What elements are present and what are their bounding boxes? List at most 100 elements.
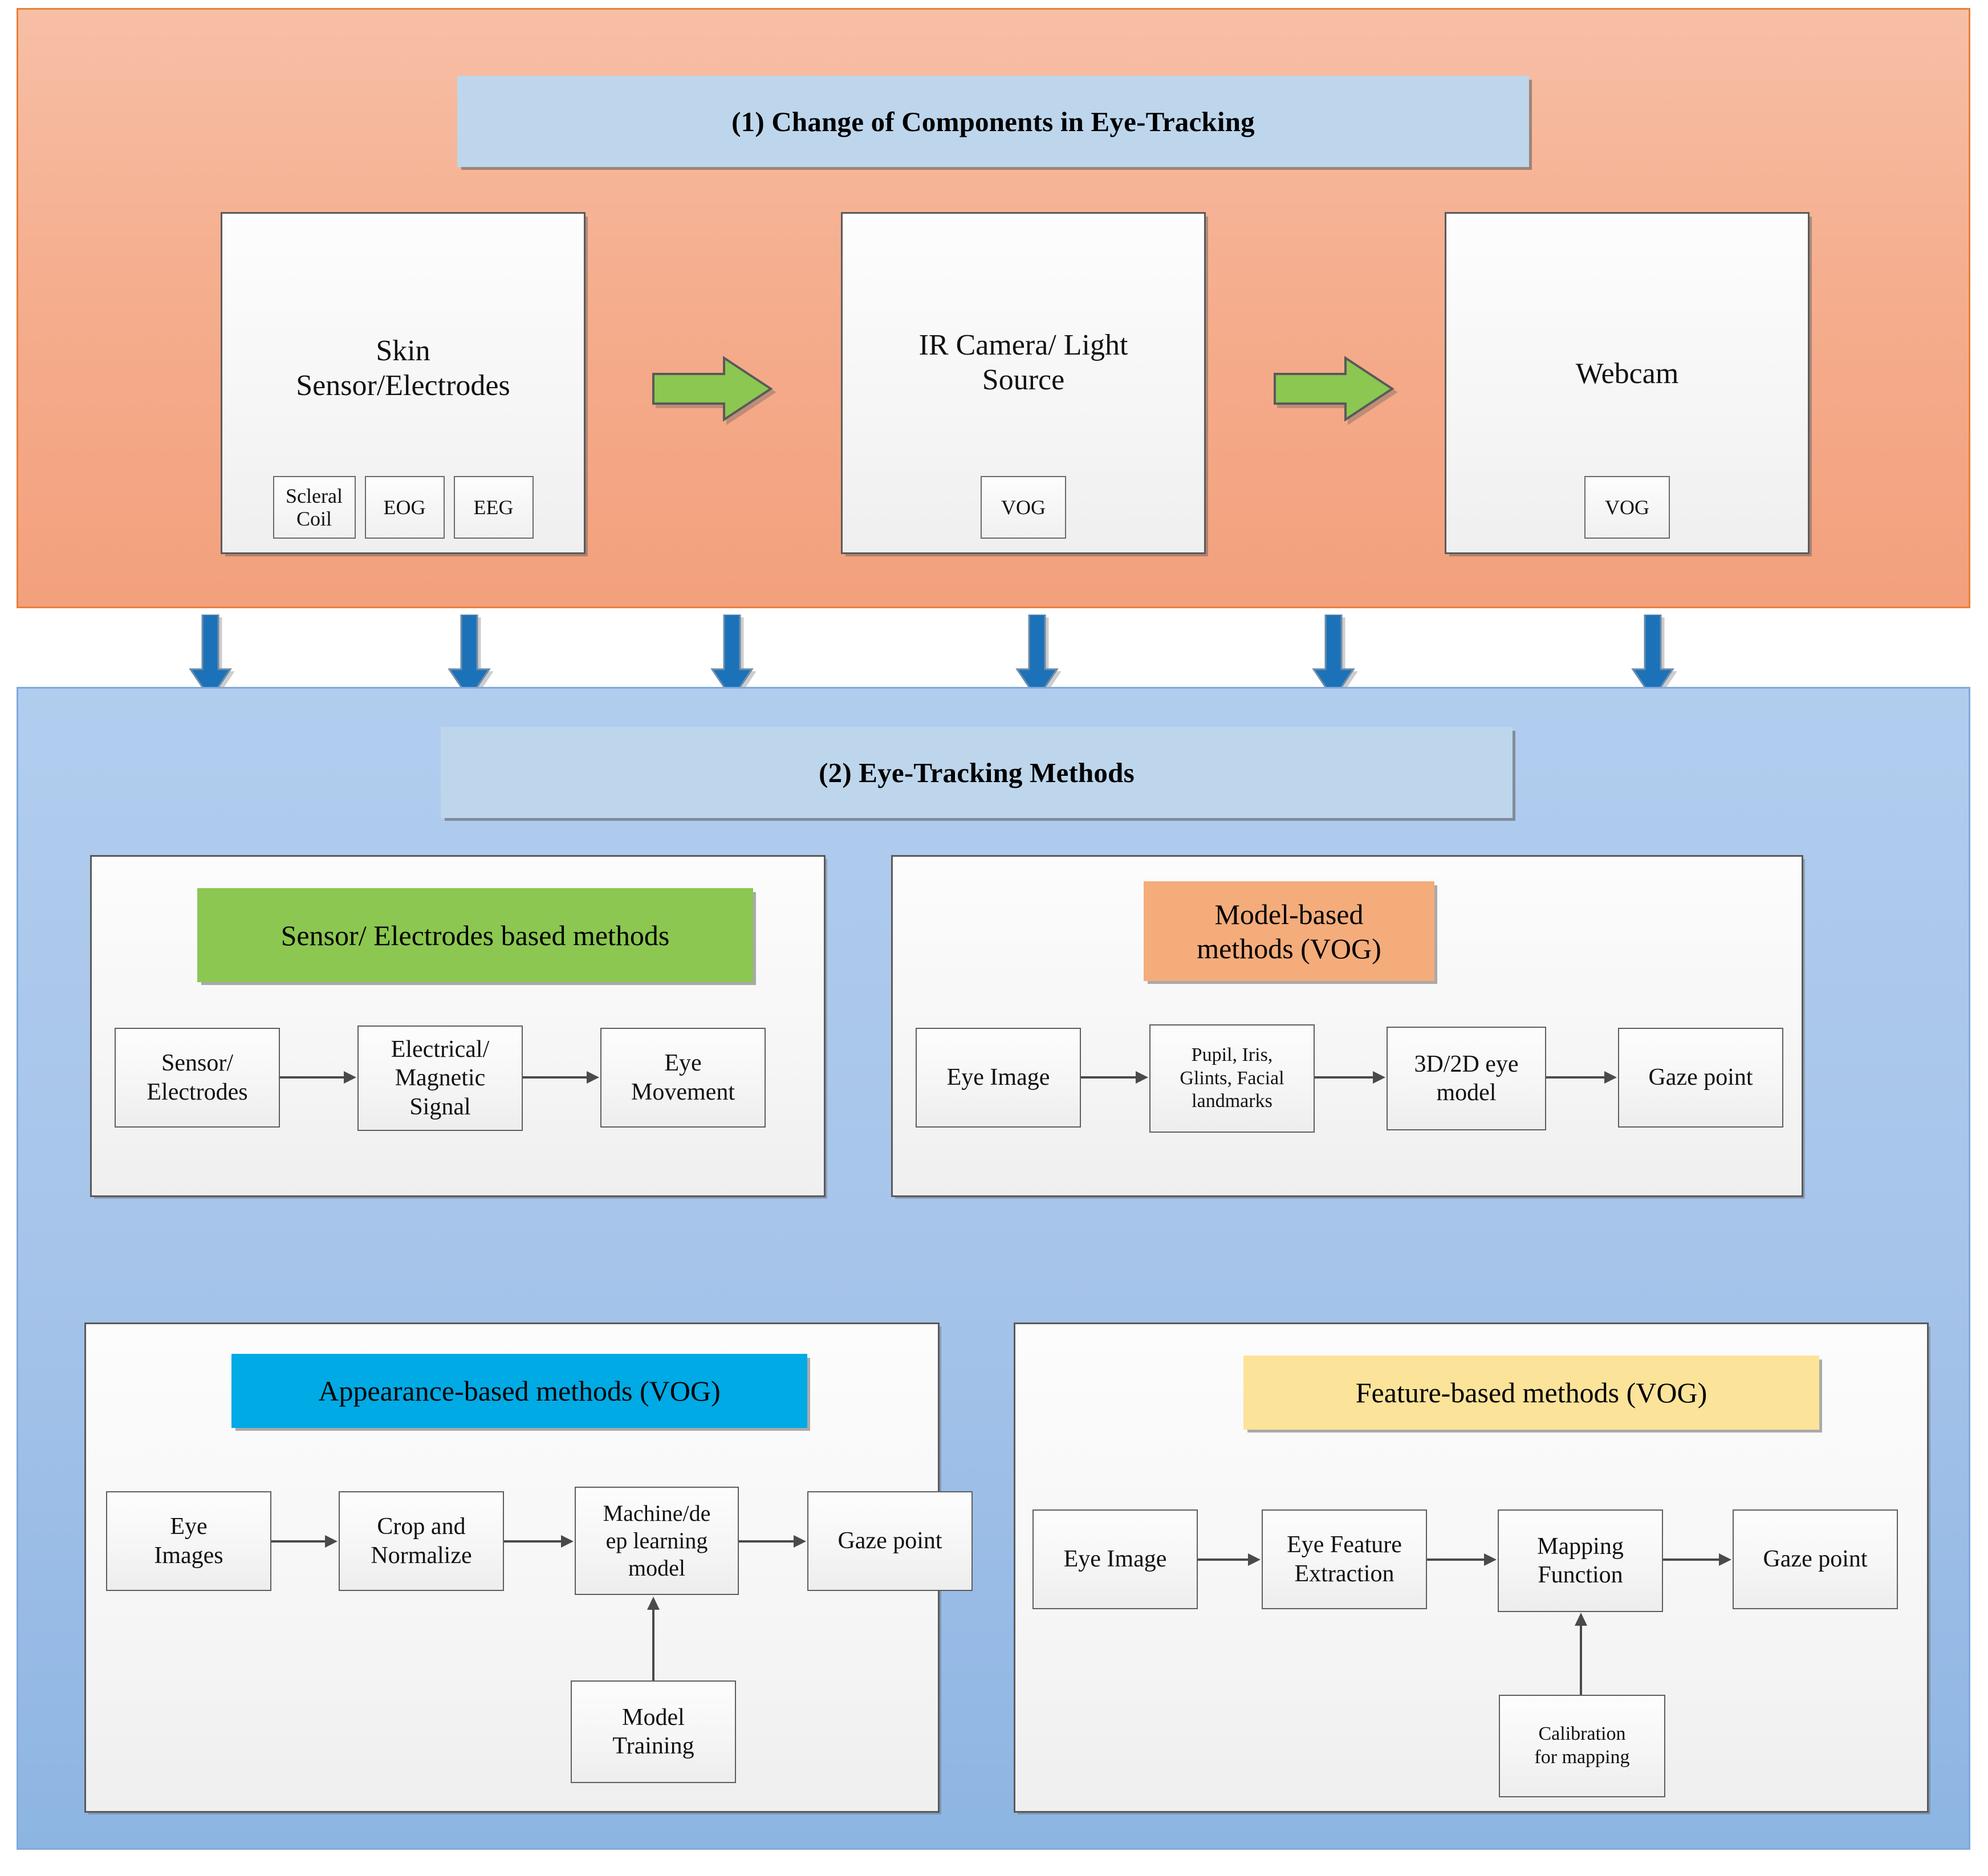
connector-arrow-right	[1315, 1069, 1387, 1086]
connector-arrow-up	[642, 1595, 665, 1680]
section1-title: (1) Change of Components in Eye-Tracking	[731, 105, 1255, 137]
node-line: Machine/de	[603, 1500, 711, 1526]
panel-appearance-based-methods[interactable]: Appearance-based methods (VOG) Eye Image…	[84, 1322, 973, 1813]
green-right-arrow-icon	[652, 356, 773, 422]
node-line: Magnetic	[395, 1065, 486, 1092]
node-eye-images[interactable]: Eye Images	[106, 1491, 271, 1591]
card3-line1: Webcam	[1575, 357, 1679, 390]
node-line: Images	[154, 1542, 223, 1569]
panel-feature-based-methods[interactable]: Feature-based methods (VOG) Eye Image Ey…	[1014, 1322, 1929, 1813]
connector-arrow-right	[523, 1069, 600, 1086]
component-chip-row: VOG	[843, 476, 1204, 539]
node-line: Normalize	[371, 1542, 472, 1569]
connector-arrow-right	[1546, 1069, 1618, 1086]
green-right-arrow-icon	[1274, 356, 1395, 422]
node-line: landmarks	[1192, 1090, 1273, 1112]
chip-eog[interactable]: EOG	[364, 476, 445, 539]
panel-title-appearance: Appearance-based methods (VOG)	[231, 1354, 807, 1428]
node-gaze-point[interactable]: Gaze point	[1733, 1509, 1898, 1609]
component-card-ir-camera[interactable]: IR Camera/ Light Source VOG	[841, 212, 1206, 554]
node-line: model	[1436, 1080, 1497, 1106]
connector-arrow-right	[739, 1533, 807, 1550]
node-sensor-electrodes[interactable]: Sensor/ Electrodes	[115, 1028, 280, 1128]
panel-title-feature: Feature-based methods (VOG)	[1243, 1356, 1819, 1430]
section1-title-banner: (1) Change of Components in Eye-Tracking	[457, 76, 1529, 167]
node-gaze-point[interactable]: Gaze point	[807, 1491, 973, 1591]
blue-down-arrow-icon	[189, 615, 232, 700]
panel-sensor-electrodes-methods[interactable]: Sensor/ Electrodes based methods Sensor/…	[90, 855, 826, 1197]
node-calibration-for-mapping[interactable]: Calibration for mapping	[1499, 1695, 1665, 1797]
node-eye-image[interactable]: Eye Image	[916, 1028, 1081, 1128]
connector-arrow-up	[1570, 1611, 1592, 1696]
chip-vog-ir[interactable]: VOG	[981, 476, 1066, 539]
node-line: Pupil, Iris,	[1191, 1044, 1273, 1065]
section2-title: (2) Eye-Tracking Methods	[819, 756, 1135, 788]
connector-arrow-right	[1427, 1551, 1498, 1568]
node-line: Glints, Facial	[1180, 1067, 1284, 1089]
chip-eeg[interactable]: EEG	[453, 476, 534, 539]
panel-title-model: Model-based methods (VOG)	[1144, 881, 1434, 981]
chip-scleral-coil-line1: Scleral	[286, 484, 343, 507]
node-eye-movement[interactable]: Eye Movement	[600, 1028, 766, 1128]
chip-vog-webcam[interactable]: VOG	[1584, 476, 1670, 539]
component-card-webcam[interactable]: Webcam VOG	[1445, 212, 1810, 554]
component-chip-row: Scleral Coil EOG EEG	[222, 476, 584, 539]
node-line: for mapping	[1534, 1747, 1630, 1768]
blue-down-arrow-icon	[1631, 615, 1674, 700]
connector-arrow-right	[504, 1533, 575, 1550]
section-eye-tracking-methods: (2) Eye-Tracking Methods Sensor/ Electro…	[17, 687, 1970, 1850]
node-line: Training	[612, 1733, 694, 1759]
node-line: Sensor/	[161, 1050, 233, 1077]
node-line: Mapping	[1537, 1533, 1624, 1560]
card2-line1: IR Camera/ Light	[918, 329, 1128, 361]
node-line: 3D/2D eye	[1414, 1051, 1519, 1077]
node-line: Model	[622, 1704, 685, 1731]
node-line: model	[628, 1555, 685, 1581]
blue-down-arrow-icon	[1312, 615, 1355, 700]
chip-scleral-coil[interactable]: Scleral Coil	[273, 476, 356, 539]
connector-arrow-right	[1663, 1551, 1733, 1568]
node-machine-deep-learning-model[interactable]: Machine/de ep learning model	[575, 1487, 739, 1595]
node-line: Signal	[409, 1093, 471, 1120]
card1-line2: Sensor/Electrodes	[296, 369, 510, 402]
node-eye-image[interactable]: Eye Image	[1032, 1509, 1198, 1609]
connector-arrow-right	[1081, 1069, 1149, 1086]
node-line: Extraction	[1294, 1560, 1395, 1587]
node-eye-feature-extraction[interactable]: Eye Feature Extraction	[1262, 1509, 1427, 1609]
panel-title-line: methods (VOG)	[1197, 932, 1381, 965]
node-line: Movement	[631, 1079, 735, 1105]
panel-title-line: Model-based	[1214, 898, 1364, 930]
node-line: Crop and	[377, 1513, 466, 1540]
component-card-skin-sensor[interactable]: Skin Sensor/Electrodes Scleral Coil EOG …	[221, 212, 586, 554]
node-pupil-iris-glints[interactable]: Pupil, Iris, Glints, Facial landmarks	[1149, 1024, 1315, 1133]
node-crop-and-normalize[interactable]: Crop and Normalize	[339, 1491, 504, 1591]
component-card-title: Webcam	[1446, 356, 1808, 391]
card2-line2: Source	[982, 364, 1065, 397]
node-line: Electrical/	[391, 1036, 490, 1063]
blue-down-arrow-icon	[710, 615, 754, 700]
connector-arrow-right	[280, 1069, 357, 1086]
node-line: Eye Feature	[1287, 1532, 1402, 1558]
node-3d-2d-eye-model[interactable]: 3D/2D eye model	[1387, 1027, 1546, 1130]
node-gaze-point[interactable]: Gaze point	[1618, 1028, 1783, 1128]
connector-arrow-right	[1198, 1551, 1262, 1568]
node-line: ep learning	[605, 1528, 708, 1553]
node-line: Function	[1538, 1562, 1623, 1588]
connector-arrow-right	[271, 1533, 339, 1550]
node-line: Calibration	[1538, 1723, 1626, 1745]
section2-title-banner: (2) Eye-Tracking Methods	[441, 727, 1513, 818]
node-line: Eye	[170, 1513, 208, 1540]
section-change-of-components: (1) Change of Components in Eye-Tracking…	[17, 8, 1970, 608]
panel-model-based-methods[interactable]: Model-based methods (VOG) Eye Image Pupi…	[891, 855, 1803, 1197]
node-line: Electrodes	[147, 1079, 248, 1105]
component-card-title: Skin Sensor/Electrodes	[222, 333, 584, 404]
node-line: Eye	[664, 1050, 702, 1077]
node-model-training[interactable]: Model Training	[571, 1680, 736, 1783]
component-chip-row: VOG	[1446, 476, 1808, 539]
panel-title-sensor: Sensor/ Electrodes based methods	[197, 888, 753, 982]
node-electrical-magnetic-signal[interactable]: Electrical/ Magnetic Signal	[357, 1026, 523, 1131]
blue-down-arrow-icon	[448, 615, 491, 700]
component-card-title: IR Camera/ Light Source	[843, 328, 1204, 398]
chip-scleral-coil-line2: Coil	[296, 507, 332, 530]
node-mapping-function[interactable]: Mapping Function	[1498, 1509, 1663, 1612]
